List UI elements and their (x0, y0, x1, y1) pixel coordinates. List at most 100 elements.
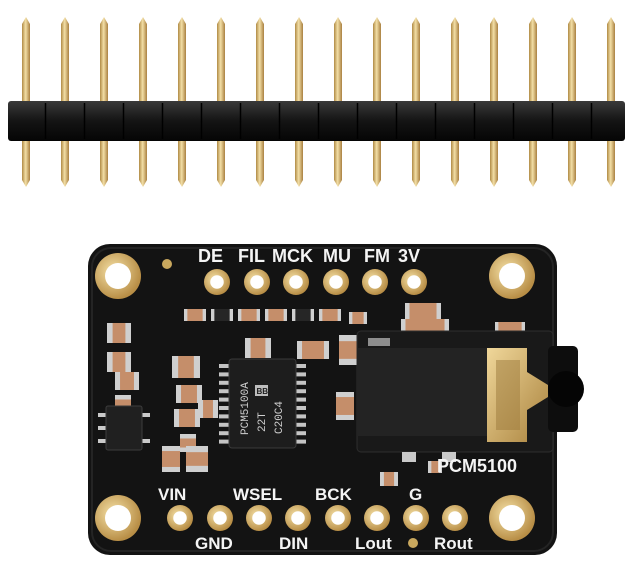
chip-leg (219, 406, 231, 410)
chip-brand-mark: BB (257, 387, 269, 396)
label-mck: MCK (272, 246, 313, 266)
header-pin-top (100, 17, 108, 104)
header-pin-top (22, 17, 30, 104)
chip-leg (294, 406, 306, 410)
header-pins (22, 17, 615, 187)
smd-component (115, 372, 139, 390)
header-pin-top (568, 17, 576, 104)
label-gnd: GND (195, 534, 233, 553)
chip-marking-line-1: PCM5100A (240, 382, 252, 435)
label-bck: BCK (315, 485, 353, 504)
bottom-pad-row (167, 505, 468, 531)
label-wsel: WSEL (233, 485, 282, 504)
smd-component (211, 309, 233, 321)
header-plastic-bar (8, 101, 625, 141)
header-pin-bottom (178, 138, 186, 187)
chip-leg (294, 414, 306, 419)
smd-component (107, 323, 131, 343)
smd-component (349, 312, 367, 324)
chip-leg (219, 380, 231, 385)
header-pin-bottom (295, 138, 303, 187)
header-pin-bottom (217, 138, 225, 187)
smd-component (292, 309, 314, 321)
smd-component (297, 341, 329, 359)
header-pin-top (529, 17, 537, 104)
chip-leg (219, 372, 231, 377)
chip-leg (219, 439, 231, 444)
chip-leg (219, 389, 231, 394)
mounting-holes (95, 253, 535, 541)
label-fil: FIL (238, 246, 265, 266)
chip-leg (294, 389, 306, 394)
smd-component (238, 309, 260, 321)
label-de: DE (198, 246, 223, 266)
chip-leg (294, 439, 306, 444)
bottom-silkscreen-labels: VIN WSEL BCK G GND DIN Lout Rout (158, 485, 473, 553)
header-pin-top (295, 17, 303, 104)
header-pin-top (373, 17, 381, 104)
smd-component (265, 309, 287, 321)
pin-header (8, 17, 625, 187)
chip-marking-line-2: 22T (257, 412, 269, 432)
header-pin-top (490, 17, 498, 104)
header-pin-top (217, 17, 225, 104)
smd-component (380, 472, 398, 486)
smd-component (172, 356, 200, 378)
label-3v: 3V (398, 246, 420, 266)
header-pin-bottom (334, 138, 342, 187)
label-lout: Lout (355, 534, 392, 553)
label-mu: MU (323, 246, 351, 266)
header-pin-bottom (139, 138, 147, 187)
smd-component (245, 338, 271, 358)
header-pin-bottom (100, 138, 108, 187)
label-din: DIN (279, 534, 308, 553)
label-vin: VIN (158, 485, 186, 504)
header-pin-top (178, 17, 186, 104)
chip-leg (294, 397, 306, 402)
chip-leg (219, 414, 231, 419)
header-pin-top (412, 17, 420, 104)
smd-component (339, 335, 361, 365)
chip-leg (294, 364, 306, 368)
header-bar-seams (44, 103, 593, 139)
header-pin-bottom (490, 138, 498, 187)
dac-chip: BB PCM5100A 22T C20C4 (219, 358, 306, 449)
header-pin-bottom (451, 138, 459, 187)
regulator-chip (98, 405, 150, 451)
label-g: G (409, 485, 422, 504)
header-pin-top (451, 17, 459, 104)
chip-marking-line-3: C20C4 (274, 401, 286, 434)
header-pin-top (139, 17, 147, 104)
passive-components (107, 303, 525, 486)
header-pin-bottom (22, 138, 30, 187)
header-pin-bottom (607, 138, 615, 187)
header-pin-top (61, 17, 69, 104)
smd-component (428, 461, 442, 473)
chip-leg (294, 431, 306, 436)
chip-leg (219, 431, 231, 436)
chip-leg (294, 422, 306, 427)
header-pin-bottom (568, 138, 576, 187)
smd-component (405, 303, 441, 319)
chip-leg (219, 397, 231, 402)
smd-component (186, 446, 208, 472)
part-number-label: PCM5100 (437, 456, 517, 476)
header-pin-bottom (373, 138, 381, 187)
header-pin-bottom (256, 138, 264, 187)
header-pin-bottom (412, 138, 420, 187)
smd-component (176, 385, 202, 403)
chip-leg (219, 422, 231, 427)
header-pin-bottom (529, 138, 537, 187)
pcb-board: DE FIL MCK MU FM 3V VIN WSEL BCK G GND D… (88, 244, 584, 555)
top-silkscreen-labels: DE FIL MCK MU FM 3V (198, 246, 420, 266)
smd-component (162, 446, 180, 472)
smd-component (184, 309, 206, 321)
label-fm: FM (364, 246, 390, 266)
chip-leg (294, 380, 306, 385)
smd-component (336, 392, 354, 420)
chip-leg (219, 364, 231, 368)
smd-component (174, 409, 200, 427)
header-pin-bottom (61, 138, 69, 187)
chip-leg (294, 372, 306, 377)
